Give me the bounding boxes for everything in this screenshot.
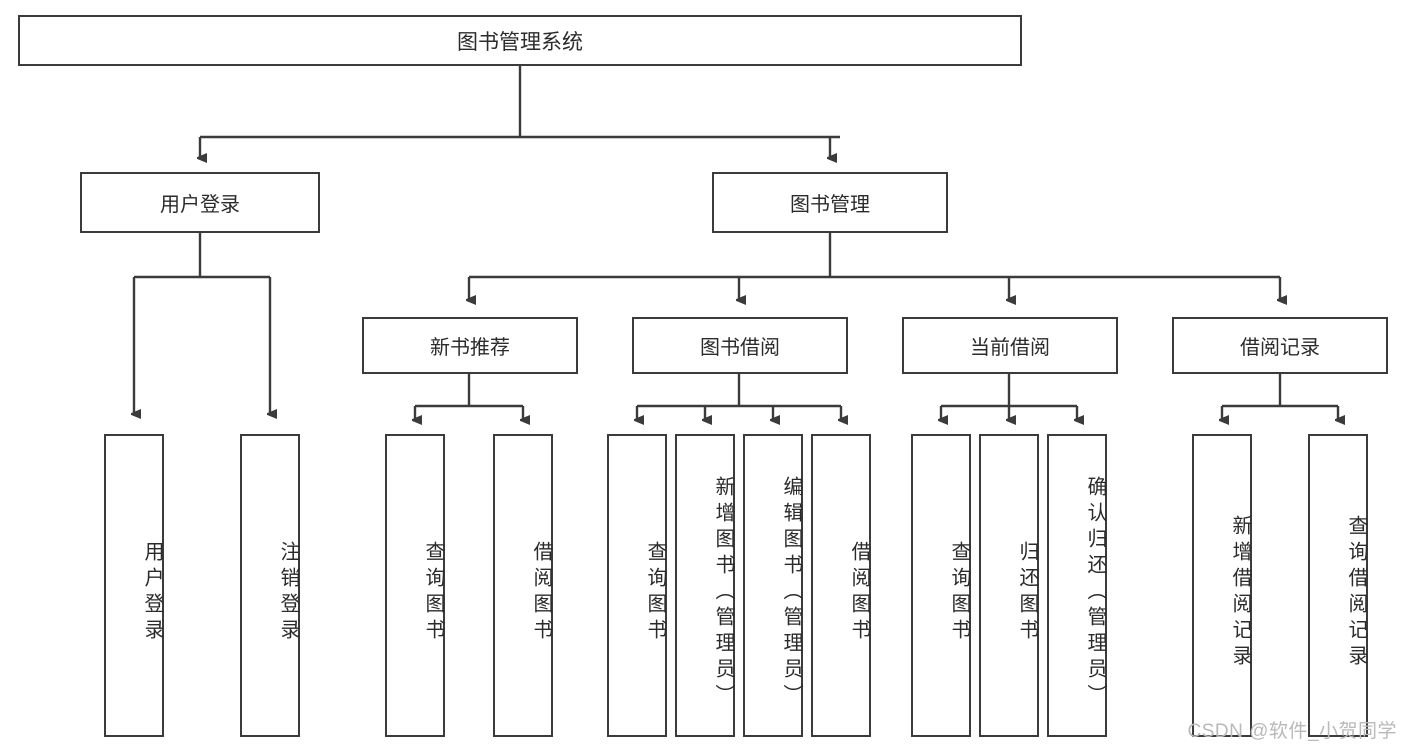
node-label: 确认归还（管理员） <box>1084 475 1106 710</box>
node-label: 编辑图书（管理员） <box>780 475 802 710</box>
node-root-library-system[interactable]: 图书管理系统 <box>18 15 1022 66</box>
node-book-borrow[interactable]: 图书借阅 <box>632 317 848 374</box>
node-label: 新增图书（管理员） <box>712 475 734 710</box>
node-label: 当前借阅 <box>970 337 1050 359</box>
node-label: 注销登录 <box>277 540 299 645</box>
node-label: 图书借阅 <box>700 337 780 359</box>
node-label: 借阅图书 <box>848 540 870 645</box>
watermark-text: CSDN @软件_小贺同学 <box>1187 721 1397 742</box>
leaf-query-borrow-record[interactable]: 查询借阅记录 <box>1308 434 1368 737</box>
leaf-return-book[interactable]: 归还图书 <box>979 434 1039 737</box>
node-user-login[interactable]: 用户登录 <box>80 172 320 233</box>
node-borrow-record[interactable]: 借阅记录 <box>1172 317 1388 374</box>
node-new-book-recommend[interactable]: 新书推荐 <box>362 317 578 374</box>
leaf-add-book-admin[interactable]: 新增图书（管理员） <box>675 434 735 737</box>
node-label: 借阅图书 <box>530 540 552 645</box>
node-label: 借阅记录 <box>1240 337 1320 359</box>
node-label: 新书推荐 <box>430 337 510 359</box>
node-label: 新增借阅记录 <box>1229 514 1251 671</box>
leaf-query-book-current[interactable]: 查询图书 <box>911 434 971 737</box>
node-label: 查询借阅记录 <box>1345 514 1367 671</box>
node-label: 图书管理系统 <box>457 30 583 54</box>
leaf-borrow-book-new[interactable]: 借阅图书 <box>493 434 553 737</box>
node-label: 归还图书 <box>1016 540 1038 645</box>
node-label: 查询图书 <box>644 540 666 645</box>
leaf-user-login[interactable]: 用户登录 <box>104 434 164 737</box>
node-current-borrow[interactable]: 当前借阅 <box>902 317 1118 374</box>
node-label: 查询图书 <box>948 540 970 645</box>
leaf-query-book-new[interactable]: 查询图书 <box>385 434 445 737</box>
node-book-management[interactable]: 图书管理 <box>712 172 948 233</box>
node-label: 用户登录 <box>160 194 240 216</box>
node-label: 用户登录 <box>141 540 163 645</box>
leaf-add-borrow-record[interactable]: 新增借阅记录 <box>1192 434 1252 737</box>
leaf-query-book[interactable]: 查询图书 <box>607 434 667 737</box>
leaf-borrow-book[interactable]: 借阅图书 <box>811 434 871 737</box>
leaf-edit-book-admin[interactable]: 编辑图书（管理员） <box>743 434 803 737</box>
node-label: 图书管理 <box>790 194 870 216</box>
leaf-confirm-return-admin[interactable]: 确认归还（管理员） <box>1047 434 1107 737</box>
leaf-logout[interactable]: 注销登录 <box>240 434 300 737</box>
node-label: 查询图书 <box>422 540 444 645</box>
